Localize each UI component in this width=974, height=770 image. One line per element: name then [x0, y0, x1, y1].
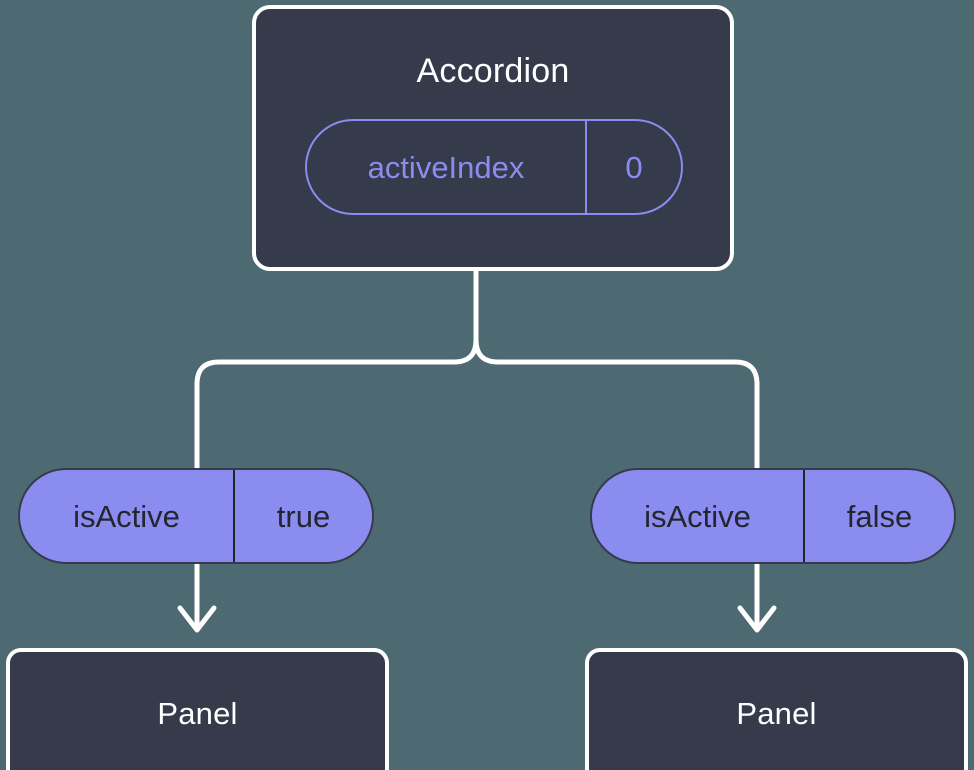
state-badge-value: true [276, 498, 331, 534]
prop-badge-value: 0 [625, 149, 643, 185]
component-card-panel-right[interactable]: Panel [585, 648, 968, 770]
state-badge-value: false [846, 498, 913, 534]
arrow-head-left-icon [177, 605, 217, 633]
component-title: Panel [157, 695, 238, 731]
prop-badge-activeindex[interactable]: activeIndex 0 [305, 119, 683, 215]
state-badge-key: isActive [592, 470, 805, 562]
state-badge-isactive-true[interactable]: isActive true [18, 468, 374, 564]
component-title: Panel [736, 695, 817, 731]
connector-right-branch [473, 267, 760, 471]
arrow-head-right-icon [737, 605, 777, 633]
prop-badge-key: activeIndex [307, 121, 587, 213]
component-title: Accordion [416, 52, 570, 90]
state-badge-key: isActive [20, 470, 235, 562]
connector-left-branch [194, 267, 479, 471]
state-badge-isactive-false[interactable]: isActive false [590, 468, 956, 564]
component-card-panel-left[interactable]: Panel [6, 648, 389, 770]
